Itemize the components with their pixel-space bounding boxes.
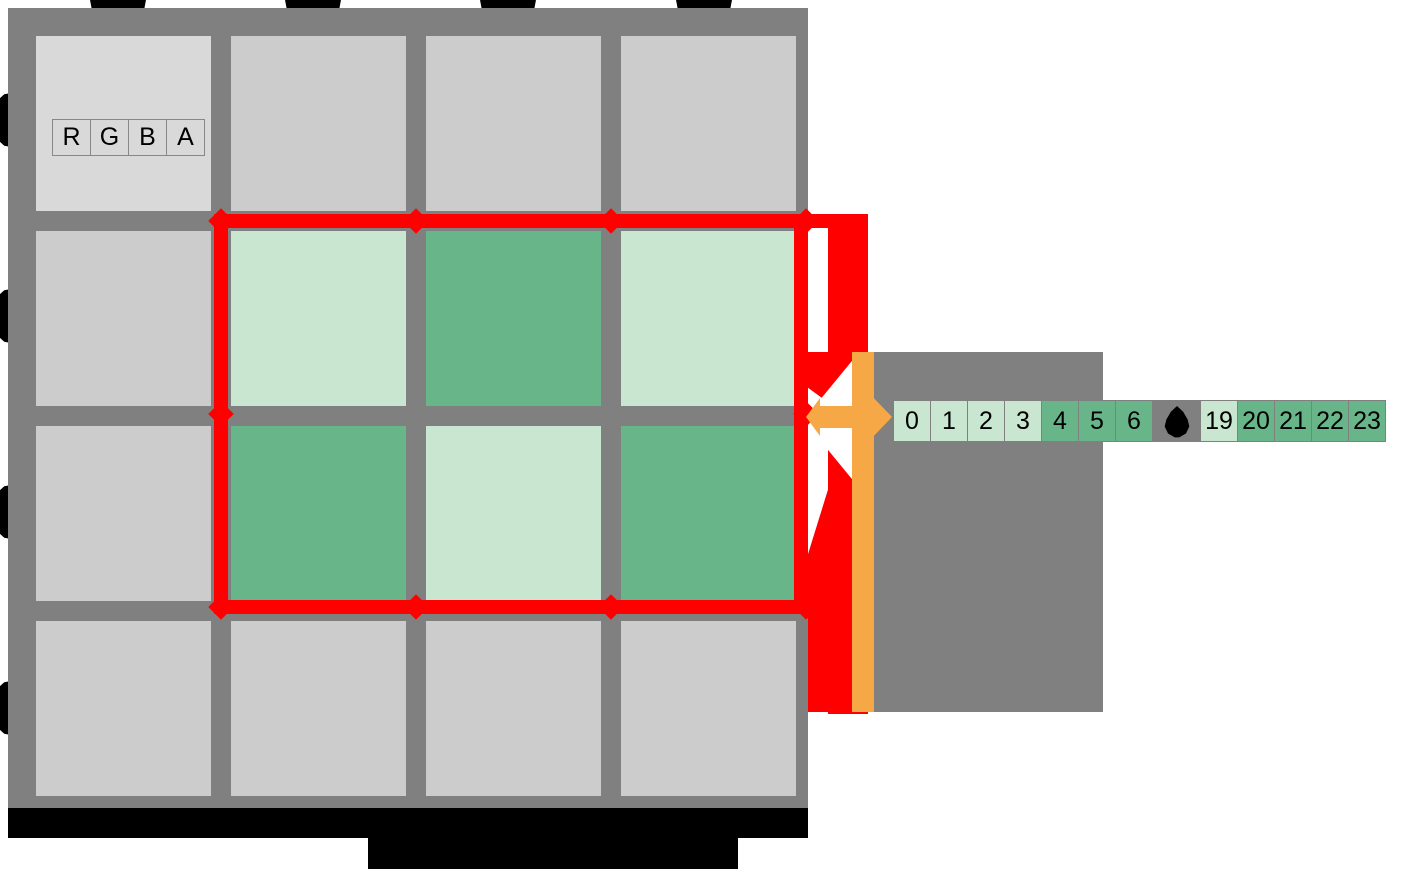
buffer-item-22[interactable]: 22 bbox=[1311, 400, 1349, 442]
pixel-grid-panel: R G B A bbox=[8, 8, 808, 808]
grid-cell-r0c2[interactable] bbox=[426, 36, 601, 211]
buffer-item-0[interactable]: 0 bbox=[893, 400, 931, 442]
teardrop-ellipsis-icon bbox=[1164, 406, 1190, 438]
buffer-item-20[interactable]: 20 bbox=[1237, 400, 1275, 442]
grid-cell-r2c1[interactable] bbox=[231, 426, 406, 601]
grid-cell-r3c2[interactable] bbox=[426, 621, 601, 796]
buffer-flow-shaft bbox=[816, 406, 874, 428]
rgba-channel-group: R G B A bbox=[52, 119, 205, 156]
channel-box-b[interactable]: B bbox=[128, 119, 167, 156]
grid-cell-r1c0[interactable] bbox=[36, 231, 211, 406]
channel-box-g[interactable]: G bbox=[90, 119, 129, 156]
channel-box-a[interactable]: A bbox=[166, 119, 205, 156]
grid-cell-r0c1[interactable] bbox=[231, 36, 406, 211]
buffer-item-3[interactable]: 3 bbox=[1004, 400, 1042, 442]
grid-cell-r1c1[interactable] bbox=[231, 231, 406, 406]
buffer-item-1[interactable]: 1 bbox=[930, 400, 968, 442]
buffer-item-4[interactable]: 4 bbox=[1041, 400, 1079, 442]
linear-buffer-strip: 0 1 2 3 4 5 6 19 20 21 22 23 bbox=[893, 400, 1386, 442]
grid-cell-r0c3[interactable] bbox=[621, 36, 796, 211]
buffer-flow-stem bbox=[852, 352, 874, 712]
selection-rect-bottom[interactable] bbox=[214, 600, 808, 614]
selection-rect-top[interactable] bbox=[214, 214, 808, 228]
buffer-item-5[interactable]: 5 bbox=[1078, 400, 1116, 442]
buffer-item-6[interactable]: 6 bbox=[1115, 400, 1153, 442]
buffer-item-21[interactable]: 21 bbox=[1274, 400, 1312, 442]
grid-cell-r3c3[interactable] bbox=[621, 621, 796, 796]
bottom-black-block bbox=[368, 838, 738, 869]
grid-cell-r2c3[interactable] bbox=[621, 426, 796, 601]
grid-cell-r3c0[interactable] bbox=[36, 621, 211, 796]
grid-cell-r3c1[interactable] bbox=[231, 621, 406, 796]
grid-cell-r2c0[interactable] bbox=[36, 426, 211, 601]
channel-box-r[interactable]: R bbox=[52, 119, 91, 156]
buffer-item-19[interactable]: 19 bbox=[1200, 400, 1238, 442]
grid-cell-r1c3[interactable] bbox=[621, 231, 796, 406]
buffer-item-2[interactable]: 2 bbox=[967, 400, 1005, 442]
buffer-ellipsis bbox=[1153, 400, 1201, 442]
buffer-item-23[interactable]: 23 bbox=[1348, 400, 1386, 442]
grid-cell-r1c2[interactable] bbox=[426, 231, 601, 406]
grid-cell-r2c2[interactable] bbox=[426, 426, 601, 601]
